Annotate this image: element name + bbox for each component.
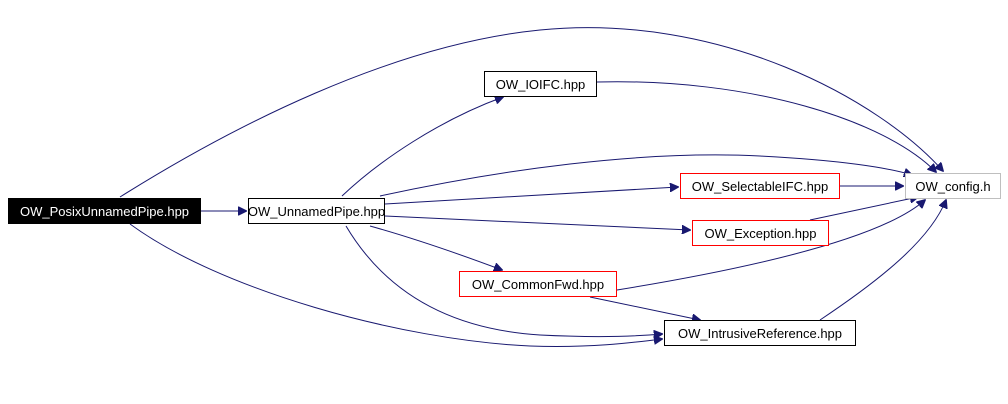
edge-unnamedpipe-to-exception (384, 215, 690, 230)
edge-posixunnamedpipe-to-config (119, 27, 943, 198)
node-unnamed-pipe[interactable]: OW_UnnamedPipe.hpp (248, 198, 385, 224)
node-config[interactable]: OW_config.h (905, 173, 1001, 199)
edge-unnamedpipe-to-ioifc (341, 97, 503, 197)
edge-unnamedpipe-to-config (379, 154, 912, 197)
edge-unnamedpipe-to-commonfwd (369, 225, 502, 270)
edge-ioifc-to-config (596, 81, 936, 172)
node-selectable-ifc[interactable]: OW_SelectableIFC.hpp (680, 173, 840, 199)
edge-unnamedpipe-to-intrusivereference (345, 225, 662, 337)
node-common-fwd[interactable]: OW_CommonFwd.hpp (459, 271, 617, 297)
edge-posixunnamedpipe-to-intrusivereference (129, 223, 662, 347)
node-posix-unnamed-pipe[interactable]: OW_PosixUnnamedPipe.hpp (8, 198, 201, 224)
edge-unnamedpipe-to-selectableifc (384, 187, 678, 205)
edge-intrusivereference-to-config (819, 200, 946, 321)
node-exception[interactable]: OW_Exception.hpp (692, 220, 829, 246)
node-intrusive-reference[interactable]: OW_IntrusiveReference.hpp (664, 320, 856, 346)
edge-commonfwd-to-config (616, 200, 925, 291)
node-ioifc[interactable]: OW_IOIFC.hpp (484, 71, 597, 97)
edge-commonfwd-to-intrusivereference (589, 296, 700, 320)
edge-exception-to-config (809, 197, 918, 221)
